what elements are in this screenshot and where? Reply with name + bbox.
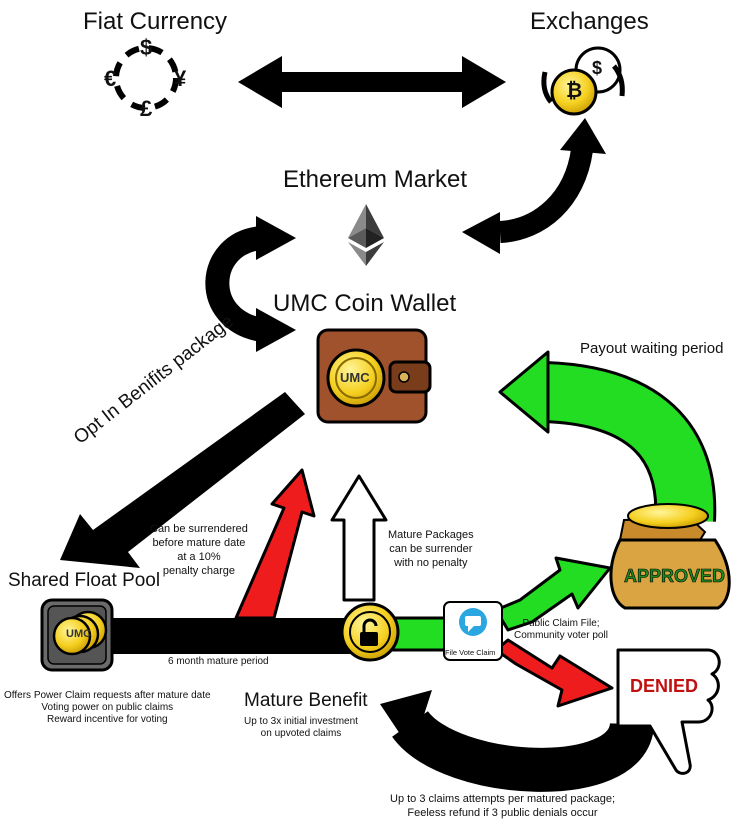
euro-symbol: € [104, 66, 117, 91]
mature-benefit-title: Mature Benefit [244, 690, 368, 711]
mature-surrender-note: Mature Packages can be surrender with no… [388, 529, 474, 569]
exchanges-title: Exchanges [530, 8, 649, 35]
denied-stamp: DENIED [630, 676, 699, 696]
denied-arrow [494, 638, 614, 708]
pool-umc-logo: UMC [66, 628, 92, 640]
ethereum-wallet-arrow [205, 216, 296, 352]
mature-period-bar [112, 618, 370, 654]
opt-in-arrow [60, 392, 305, 568]
early-surrender-note: Can be surrendered before mature date at… [150, 523, 248, 577]
safe-icon [40, 598, 114, 672]
umc-wallet-title: UMC Coin Wallet [273, 290, 457, 317]
approved-arrow [494, 556, 612, 632]
payout-arrow [498, 350, 717, 522]
pool-notes: Offers Power Claim requests after mature… [4, 690, 211, 725]
shared-float-pool-title: Shared Float Pool [8, 570, 161, 591]
approved-stamp: APPROVED [624, 566, 726, 587]
fiat-currency-icon [113, 45, 179, 111]
bitcoin-symbol: ₿ [566, 80, 583, 102]
claims-limit-note: Up to 3 claims attempts per matured pack… [390, 793, 615, 819]
file-vote-claim-card [443, 601, 503, 661]
six-month-label: 6 month mature period [168, 656, 269, 667]
mature-benefit-notes: Up to 3x initial investment on upvoted c… [244, 716, 358, 739]
mature-surrender-arrow [330, 474, 388, 602]
dollar-symbol: $ [140, 35, 153, 60]
payout-label: Payout waiting period [580, 340, 724, 357]
ethereum-icon [348, 204, 384, 266]
early-surrender-arrow [234, 468, 316, 620]
public-claim-note: Public Claim File; Community voter poll [514, 618, 608, 641]
denied-return-arrow [380, 690, 654, 792]
pound-symbol: £ [140, 96, 153, 121]
exchange-dollar-symbol: $ [592, 58, 603, 78]
exchange-ethereum-arrow [462, 118, 606, 254]
mature-benefit-coin-icon [340, 602, 400, 662]
to-claim-bar [390, 616, 450, 652]
yen-symbol: ¥ [174, 66, 187, 91]
thumbs-down-icon [616, 648, 721, 775]
exchange-coins-icon [541, 46, 625, 116]
money-bag-icon [609, 503, 731, 610]
fiat-exchange-arrow [238, 56, 506, 108]
wallet-icon [316, 328, 432, 424]
wallet-umc-logo: UMC [340, 370, 370, 385]
file-vote-claim-label: File Vote Claim [445, 648, 496, 657]
fiat-currency-title: Fiat Currency [83, 8, 228, 35]
ethereum-market-title: Ethereum Market [283, 166, 468, 193]
